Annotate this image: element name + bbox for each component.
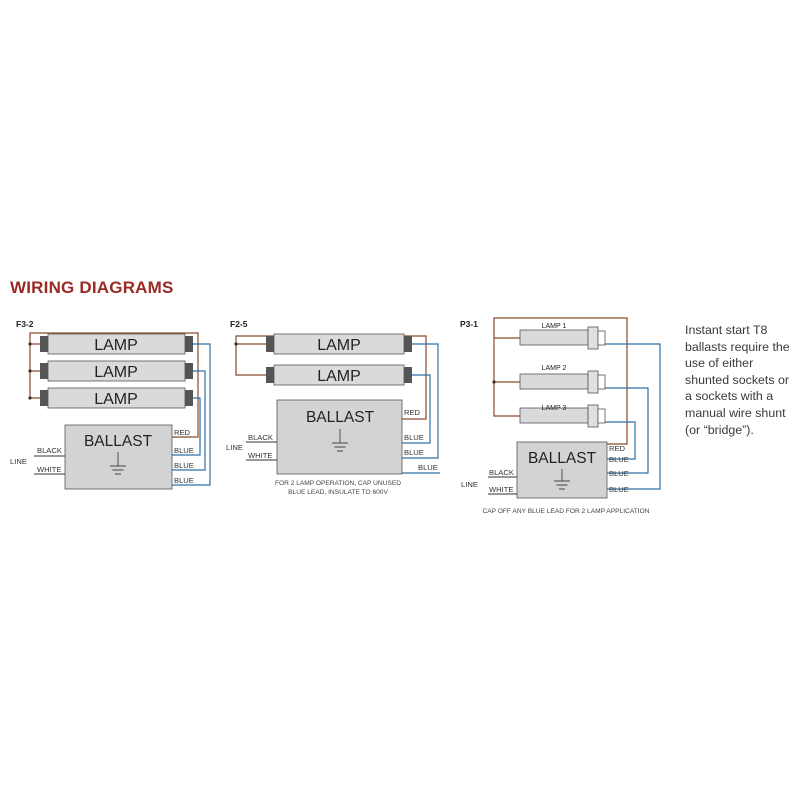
diagram-f3-2: F3-2 LAMP LAMP LAMP BA <box>10 319 211 490</box>
ground-icon <box>332 429 348 452</box>
lamp-pin <box>185 390 193 406</box>
lead-label-red: RED <box>404 408 421 417</box>
ballast-label: BALLAST <box>306 409 375 426</box>
lead-label-blue: BLUE <box>609 469 629 478</box>
blue-wire <box>172 343 211 486</box>
lead-label-blue: BLUE <box>174 476 194 485</box>
lamp: LAMP 3 <box>519 404 606 428</box>
lamp-socket <box>597 408 606 424</box>
caption-line: CAP OFF ANY BLUE LEAD FOR 2 LAMP APPLICA… <box>483 508 650 515</box>
junction-dot <box>28 369 32 373</box>
lamp-label: LAMP 1 <box>542 323 567 330</box>
ballast-box <box>64 424 173 490</box>
instant-start-note: Instant start T8 ballasts require the us… <box>685 323 790 437</box>
caption-line: BLUE LEAD, INSULATE TO 600V <box>288 489 388 496</box>
blue-wire <box>172 397 201 456</box>
lamp: LAMP 1 <box>519 323 606 350</box>
line-label: LINE <box>461 480 478 489</box>
lead-label-blue: BLUE <box>174 446 194 455</box>
lamp: LAMP <box>40 387 193 409</box>
lamp-base <box>587 326 599 350</box>
white-label: WHITE <box>248 451 272 460</box>
ballast-label: BALLAST <box>84 433 153 450</box>
junction-dot <box>28 342 32 346</box>
lamp-pin <box>266 336 274 352</box>
lead-label-blue: BLUE <box>404 433 424 442</box>
diagram-tag: F2-5 <box>230 319 248 329</box>
caption-line: FOR 2 LAMP OPERATION, CAP UNUSED <box>275 480 401 487</box>
blue-wire <box>172 370 206 471</box>
lamp: LAMP 2 <box>519 365 606 394</box>
lamp-pin <box>40 390 48 406</box>
diagram-tag: F3-2 <box>16 319 34 329</box>
lamp-label: LAMP <box>94 391 138 408</box>
lamp-tube <box>519 373 589 390</box>
lamp-label: LAMP 2 <box>542 365 567 372</box>
lamp-label: LAMP <box>94 337 138 354</box>
line-label: LINE <box>226 443 243 452</box>
lamp-pin <box>404 336 412 352</box>
black-label: BLACK <box>37 446 62 455</box>
ground-icon <box>110 452 126 475</box>
lamp-tube <box>519 329 589 346</box>
blue-wire <box>605 343 661 490</box>
section-title: WIRING DIAGRAMS <box>10 278 174 297</box>
lead-label-red: RED <box>174 428 191 437</box>
lamp: LAMP <box>266 364 412 386</box>
ground-icon <box>554 469 570 490</box>
lamp-base <box>587 370 599 394</box>
lamp-socket <box>597 374 606 390</box>
lamp-pin <box>40 336 48 352</box>
black-label: BLACK <box>248 433 273 442</box>
lead-label-blue: BLUE <box>609 455 629 464</box>
lead-label-red: RED <box>609 444 626 453</box>
lamp: LAMP <box>266 333 412 355</box>
black-label: BLACK <box>489 468 514 477</box>
lamp-label: LAMP 3 <box>542 405 567 412</box>
red-wire <box>235 335 427 420</box>
white-label: WHITE <box>489 485 513 494</box>
line-label: LINE <box>10 457 27 466</box>
junction-dot <box>28 396 32 400</box>
lamp-label: LAMP <box>317 368 361 385</box>
junction-dot <box>492 380 496 384</box>
diagram-p3-1: P3-1 LAMP 1 LAMP 2 LAMP 3 BALLAST <box>460 317 661 515</box>
lamp-label: LAMP <box>317 337 361 354</box>
lamp-base <box>587 404 599 428</box>
lamp-pin <box>266 367 274 383</box>
lamp-pin <box>40 363 48 379</box>
ballast-box <box>276 399 403 475</box>
blue-wire <box>402 374 431 444</box>
blue-wire <box>605 387 649 474</box>
white-label: WHITE <box>37 465 61 474</box>
lamp-pin <box>185 363 193 379</box>
lamp-pin <box>185 336 193 352</box>
ballast-label: BALLAST <box>528 450 597 467</box>
diagram-tag: P3-1 <box>460 319 478 329</box>
junction-dot <box>234 342 238 346</box>
lamp-pin <box>404 367 412 383</box>
red-wire <box>493 317 628 445</box>
lead-label-blue: BLUE <box>609 485 629 494</box>
blue-wire <box>605 421 636 460</box>
lamp: LAMP <box>40 333 193 355</box>
lamp: LAMP <box>40 360 193 382</box>
lamp-label: LAMP <box>94 364 138 381</box>
diagram-f2-5: F2-5 LAMP LAMP BALLAST LINE BLACK WHITE … <box>226 319 440 496</box>
lead-label-blue: BLUE <box>404 448 424 457</box>
lamp-socket <box>597 330 606 346</box>
lead-label-blue: BLUE <box>174 461 194 470</box>
lead-label-blue: BLUE <box>418 463 438 472</box>
blue-wire <box>402 343 439 459</box>
